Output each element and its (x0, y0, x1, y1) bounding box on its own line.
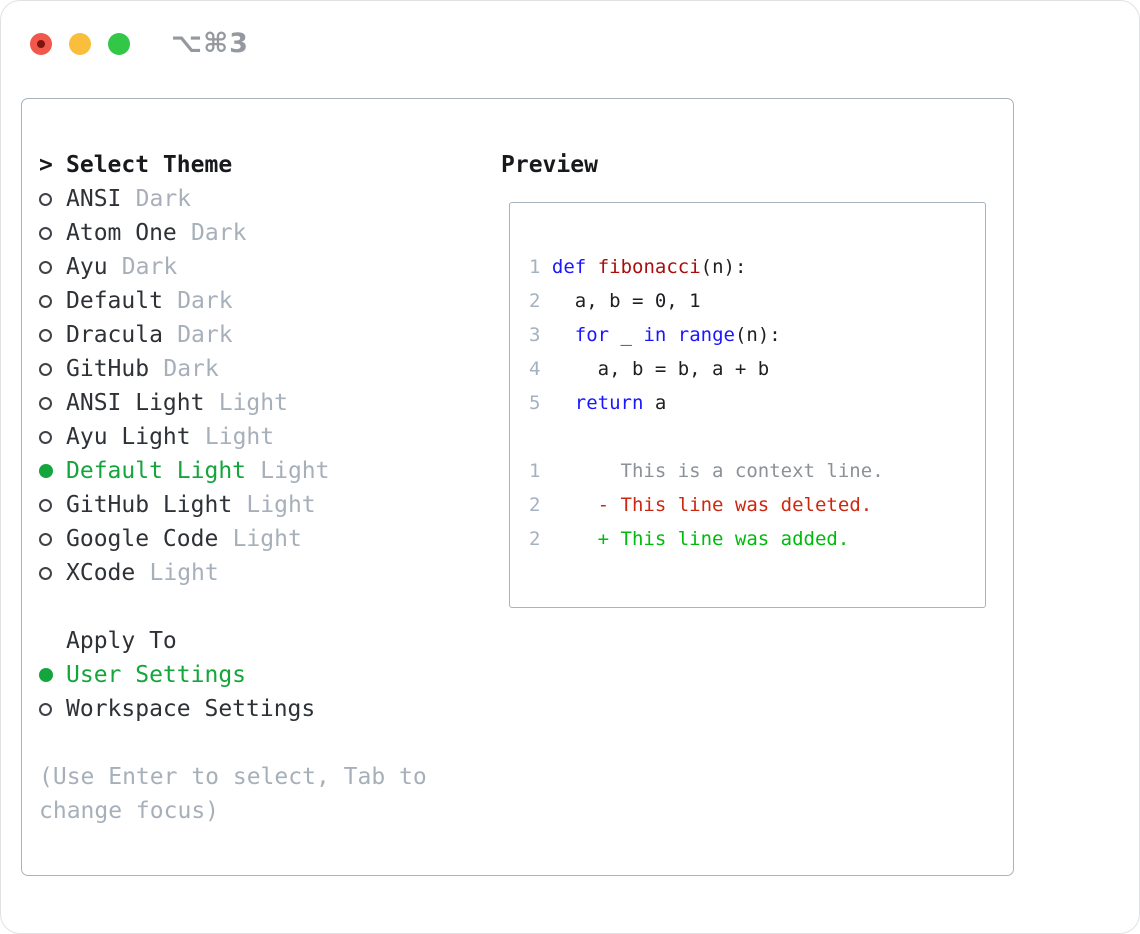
radio-unselected-icon (39, 396, 52, 410)
option-label: XCode (66, 560, 136, 586)
select-theme-header: > Select Theme (39, 148, 501, 182)
option-label: GitHub Light (66, 492, 233, 518)
option-variant-label: Dark (177, 288, 233, 314)
theme-option-ayu[interactable]: Ayu Dark (39, 250, 501, 284)
caret-prompt-icon: > (39, 152, 53, 178)
preview-title: Preview (501, 152, 598, 178)
option-variant-label: Light (232, 526, 302, 552)
option-variant-label: Dark (191, 220, 247, 246)
option-label: Workspace Settings (66, 696, 316, 722)
code-lines-line: 2 a, b = 0, 1 (529, 290, 701, 312)
option-label: ANSI (66, 186, 122, 212)
radio-selected-icon (39, 668, 53, 682)
theme-list-column: > Select Theme ANSI Dark Atom One Dark A… (39, 148, 501, 875)
titlebar: ⌥⌘3 (30, 28, 249, 59)
radio-unselected-icon (39, 566, 52, 580)
radio-unselected-icon (39, 328, 52, 342)
blank-line (529, 420, 985, 454)
theme-option-atom-one[interactable]: Atom One Dark (39, 216, 501, 250)
code-lines-line: 3 for _ in range(n): (529, 324, 781, 346)
code-lines-line: 5 return a (529, 392, 667, 414)
theme-option-github-light[interactable]: GitHub Light Light (39, 488, 501, 522)
radio-unselected-icon (39, 362, 52, 376)
select-theme-title: Select Theme (66, 152, 233, 178)
radio-unselected-icon (39, 226, 52, 240)
diff-sample: 1 This is a context line. 2 - This line w… (529, 454, 985, 556)
radio-selected-icon (39, 464, 53, 478)
diff-lines-line: 2 - This line was deleted. (529, 494, 873, 516)
option-label: Ayu (66, 254, 108, 280)
option-variant-label: Dark (121, 254, 178, 280)
diff-lines-line: 2 + This line was added. (529, 528, 850, 550)
option-variant-label: Dark (177, 322, 233, 348)
code-lines-line: 4 a, b = b, a + b (529, 358, 770, 380)
option-label: Ayu Light (66, 424, 191, 450)
theme-option-default[interactable]: Default Dark (39, 284, 501, 318)
option-variant-label: Light (204, 424, 275, 450)
theme-option-ayu-light[interactable]: Ayu Light Light (39, 420, 501, 454)
code-lines-line: 1 def fibonacci(n): (529, 256, 747, 278)
option-label: Atom One (66, 220, 177, 246)
option-variant-label: Light (246, 492, 316, 518)
theme-option-ansi-light[interactable]: ANSI Light Light (39, 386, 501, 420)
option-label: GitHub (66, 356, 150, 382)
option-label: Default (66, 288, 163, 314)
apply-to-header: Apply To (39, 624, 501, 658)
window-title: ⌥⌘3 (171, 28, 249, 59)
option-variant-label: Light (149, 560, 219, 586)
theme-option-google-code[interactable]: Google Code Light (39, 522, 501, 556)
option-label: Dracula (66, 322, 163, 348)
radio-unselected-icon (39, 260, 52, 274)
theme-option-xcode[interactable]: XCode Light (39, 556, 501, 590)
option-variant-label: Light (260, 458, 330, 484)
theme-option-dracula[interactable]: Dracula Dark (39, 318, 501, 352)
radio-unselected-icon (39, 294, 52, 308)
theme-option-github[interactable]: GitHub Dark (39, 352, 501, 386)
theme-option-ansi[interactable]: ANSI Dark (39, 182, 501, 216)
diff-lines-line: 1 This is a context line. (529, 460, 884, 482)
radio-unselected-icon (39, 498, 52, 512)
option-label: ANSI Light (66, 390, 205, 416)
option-variant-label: Light (218, 390, 288, 416)
preview-box: 1 def fibonacci(n): 2 a, b = 0, 1 3 for _ … (509, 202, 986, 608)
apply-option-user-settings[interactable]: User Settings (39, 658, 501, 692)
option-label: User Settings (66, 662, 247, 688)
radio-unselected-icon (39, 532, 52, 546)
zoom-button-icon[interactable] (108, 32, 130, 55)
apply-to-section: Apply To User Settings Workspace Setting… (39, 624, 501, 726)
theme-selector-panel: > Select Theme ANSI Dark Atom One Dark A… (21, 98, 1014, 876)
minimize-button-icon[interactable] (69, 32, 91, 55)
theme-option-default-light[interactable]: Default Light Light (39, 454, 501, 488)
option-label: Default Light (66, 458, 247, 484)
radio-unselected-icon (39, 702, 52, 716)
theme-list: ANSI Dark Atom One Dark Ayu Dark Default… (39, 182, 501, 590)
preview-column: Preview 1 def fibonacci(n): 2 a, b = 0, 1… (501, 148, 1013, 875)
code-sample: 1 def fibonacci(n): 2 a, b = 0, 1 3 for _ … (529, 250, 985, 420)
radio-unselected-icon (39, 192, 52, 206)
keyboard-hint: (Use Enter to select, Tab to change focu… (39, 764, 427, 824)
option-variant-label: Dark (135, 186, 192, 212)
apply-to-title: Apply To (66, 628, 177, 654)
apply-to-list: User Settings Workspace Settings (39, 658, 501, 726)
option-label: Google Code (66, 526, 219, 552)
option-variant-label: Dark (163, 356, 219, 382)
close-button-icon[interactable] (30, 32, 52, 55)
radio-unselected-icon (39, 430, 52, 444)
apply-option-workspace-settings[interactable]: Workspace Settings (39, 692, 501, 726)
